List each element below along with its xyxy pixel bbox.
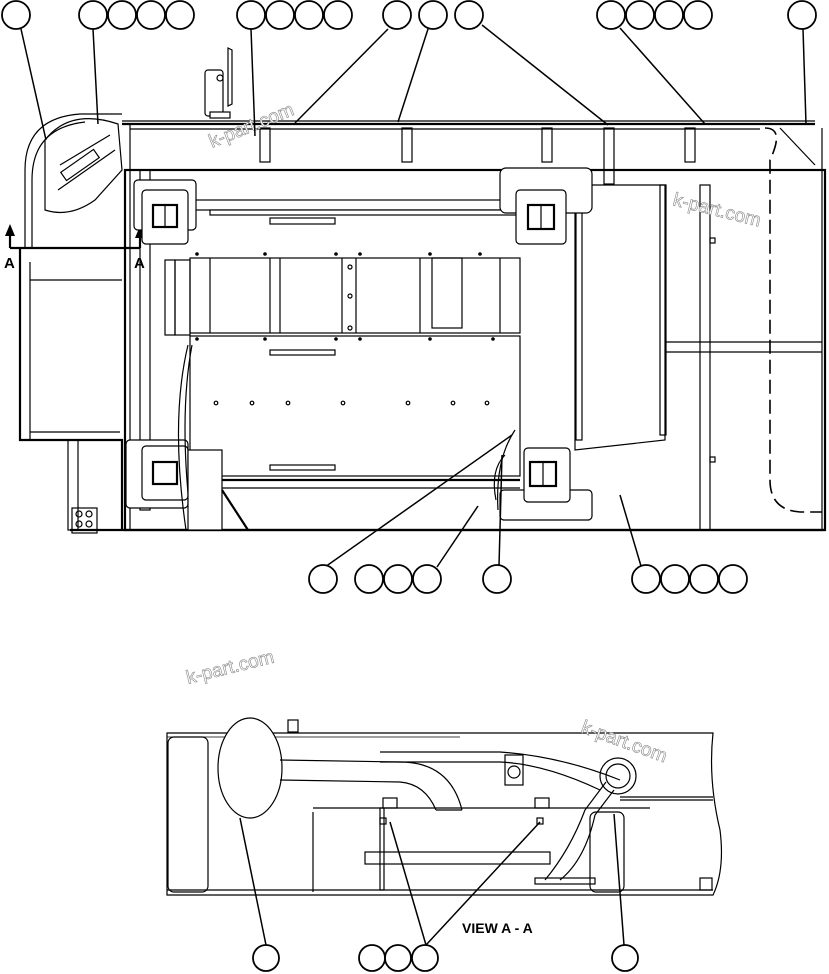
callout-balloon[interactable] xyxy=(787,0,817,30)
callout-balloon[interactable] xyxy=(611,944,639,972)
callout-balloon[interactable] xyxy=(358,944,386,972)
callout-balloon[interactable] xyxy=(165,0,195,30)
callout-balloon[interactable] xyxy=(136,0,166,30)
callouts-top xyxy=(1,0,817,30)
callouts-middle xyxy=(308,564,748,594)
callout-balloon[interactable] xyxy=(252,944,280,972)
top-view: A A xyxy=(4,47,827,534)
callout-balloon[interactable] xyxy=(689,564,719,594)
callout-balloon[interactable] xyxy=(631,564,661,594)
view-a-a: VIEW A - A xyxy=(166,717,723,936)
callout-balloon[interactable] xyxy=(454,0,484,30)
section-label-left: A xyxy=(4,255,15,272)
callout-balloon[interactable] xyxy=(294,0,324,30)
callout-balloon[interactable] xyxy=(308,564,338,594)
callout-balloon[interactable] xyxy=(236,0,266,30)
callout-balloon[interactable] xyxy=(411,944,439,972)
plate-bolts xyxy=(195,252,495,406)
callout-balloon[interactable] xyxy=(78,0,108,30)
mount-plate-bottom-right xyxy=(499,447,593,521)
leader-lines xyxy=(20,24,807,946)
callout-balloon[interactable] xyxy=(384,944,412,972)
callout-balloon[interactable] xyxy=(265,0,295,30)
callout-balloon[interactable] xyxy=(596,0,626,30)
callout-balloon[interactable] xyxy=(412,564,442,594)
callout-balloon[interactable] xyxy=(323,0,353,30)
watermark: k-part.com xyxy=(671,189,763,231)
callout-balloon[interactable] xyxy=(1,0,31,30)
callouts-bottom xyxy=(252,944,639,972)
callout-balloon[interactable] xyxy=(382,0,412,30)
callout-balloon[interactable] xyxy=(660,564,690,594)
callout-balloon[interactable] xyxy=(482,564,512,594)
mirror-assembly xyxy=(204,47,233,119)
callout-balloon[interactable] xyxy=(354,564,384,594)
callout-balloon[interactable] xyxy=(107,0,137,30)
watermark: k-part.com xyxy=(184,647,276,689)
view-label: VIEW A - A xyxy=(462,920,533,936)
callout-balloon[interactable] xyxy=(418,0,448,30)
watermark: k-part.com xyxy=(578,717,670,767)
mount-plate-top-right xyxy=(499,167,593,245)
callout-balloon[interactable] xyxy=(383,564,413,594)
mount-plate-top-left xyxy=(133,179,197,245)
callout-balloon[interactable] xyxy=(683,0,713,30)
callout-balloon[interactable] xyxy=(718,564,748,594)
callout-balloon[interactable] xyxy=(625,0,655,30)
callout-balloon[interactable] xyxy=(654,0,684,30)
